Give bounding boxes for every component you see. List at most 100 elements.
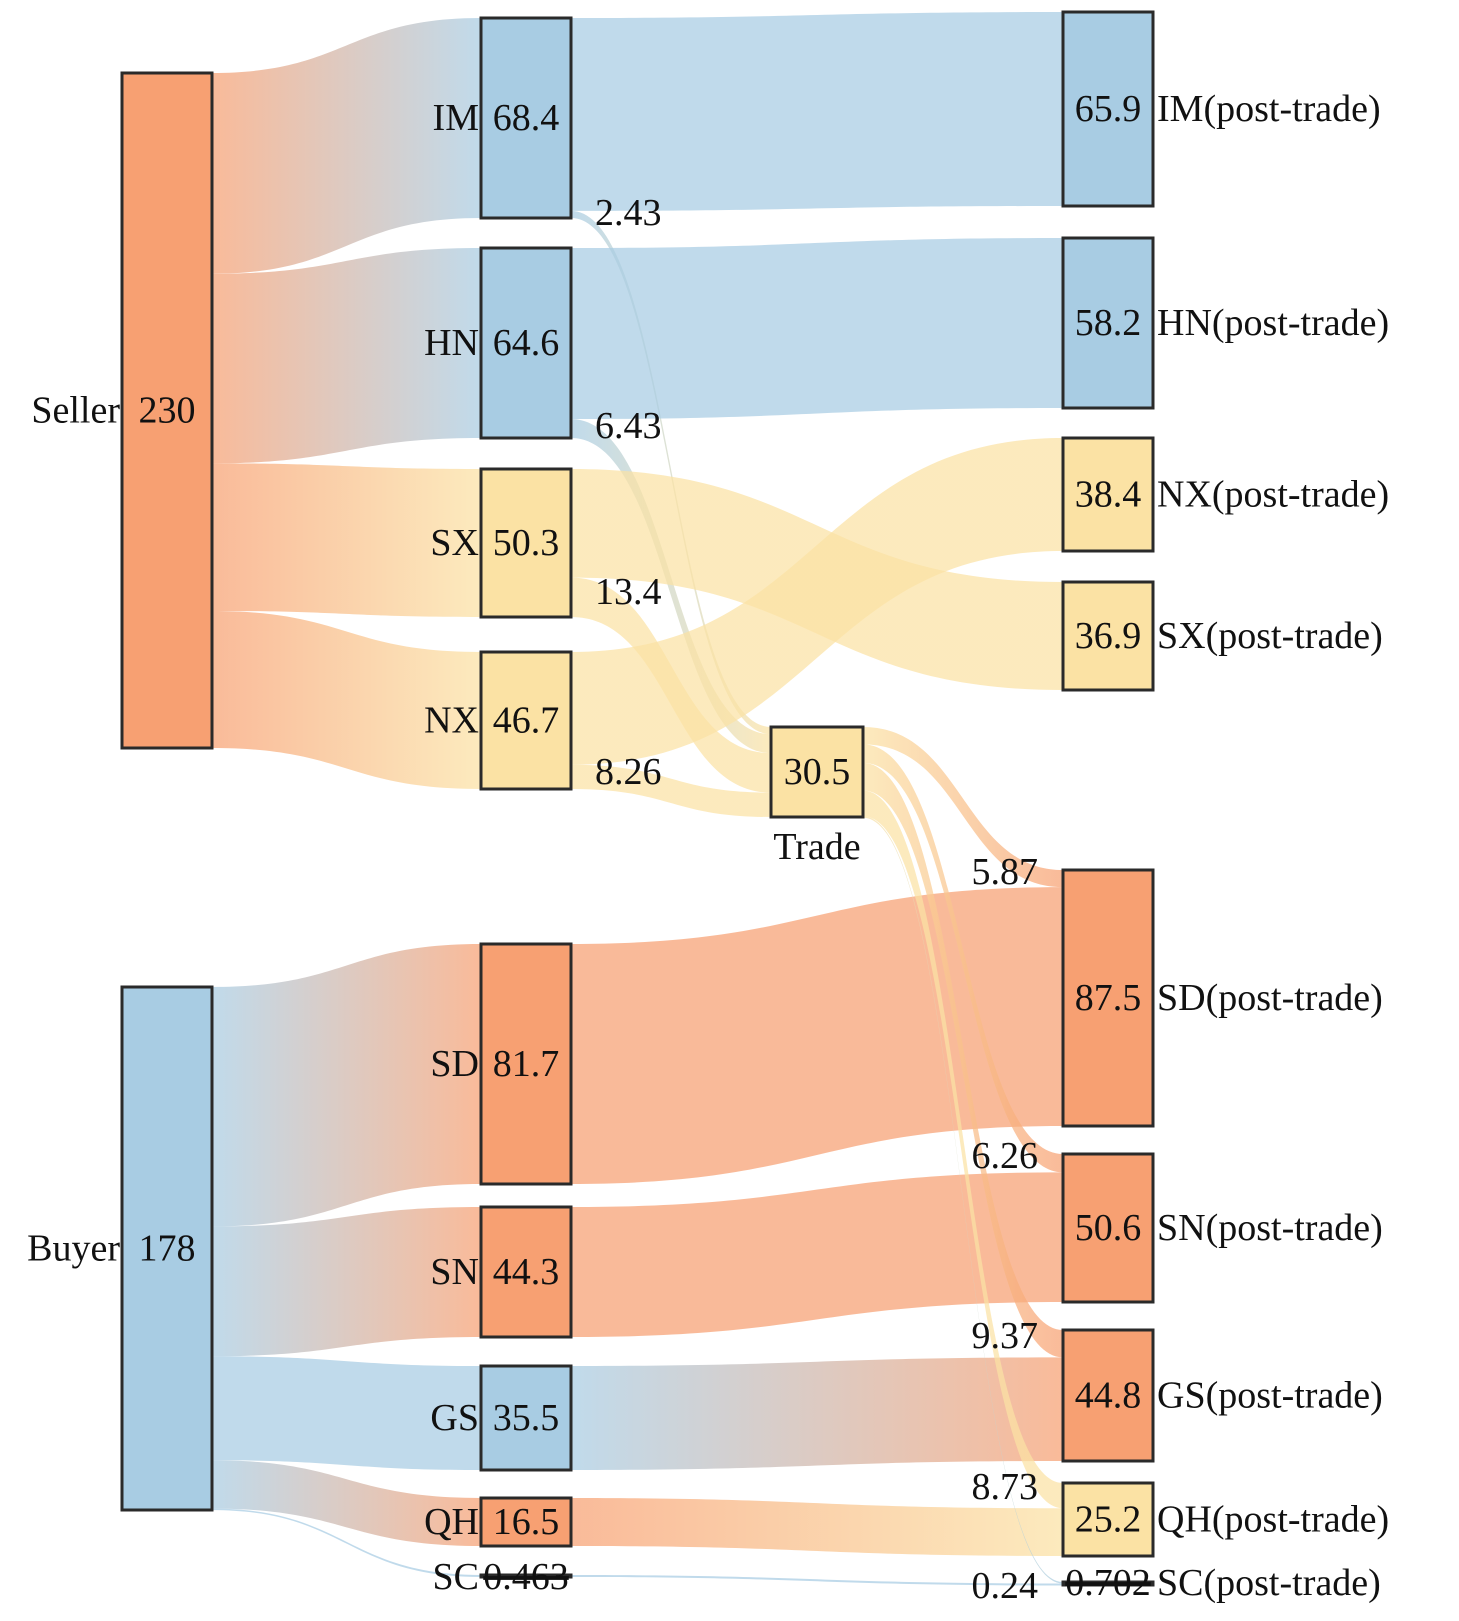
node-value-sn_post: 50.6 (1075, 1207, 1142, 1249)
node-label-seller: Seller (31, 390, 120, 432)
flow-im-to-im_post (571, 12, 1063, 211)
node-value-seller: 230 (139, 390, 196, 432)
node-label-nx: NX (424, 700, 479, 742)
node-value-sx: 50.3 (493, 522, 560, 564)
node-value-trade: 30.5 (784, 751, 851, 793)
flow-value-label-trade-sn_post: 6.26 (972, 1135, 1039, 1177)
node-label-qh: QH (424, 1501, 479, 1543)
node-label-gs: GS (430, 1397, 479, 1439)
node-qh (479, 1496, 573, 1548)
flow-trade-to-gs_post (863, 762, 1063, 1358)
node-sn_post (1061, 1152, 1155, 1304)
flow-trade-to-sn_post (863, 744, 1063, 1173)
node-label-hn_post: HN(post-trade) (1157, 302, 1389, 344)
flow-hn-to-trade (571, 419, 771, 754)
node-seller (120, 71, 214, 750)
node-gs (479, 1364, 573, 1472)
node-value-sc: 0.463 (483, 1556, 569, 1598)
node-sd (479, 942, 573, 1186)
node-label-sc: SC (433, 1556, 479, 1598)
node-sc (479, 1573, 573, 1579)
flow-trade-to-sd_post (863, 727, 1063, 888)
node-value-sd_post: 87.5 (1075, 977, 1142, 1019)
node-label-trade: Trade (773, 826, 860, 868)
flow-value-label-nx-trade: 8.26 (595, 751, 662, 793)
node-sx (479, 467, 573, 619)
node-hn (479, 246, 573, 440)
node-value-qh: 16.5 (493, 1501, 560, 1543)
node-value-im: 68.4 (493, 97, 560, 139)
flow-seller-to-sx (212, 463, 481, 617)
flow-layer (212, 12, 1063, 1586)
flow-gs-to-gs_post (571, 1357, 1063, 1470)
flow-seller-to-im (212, 18, 481, 274)
flow-buyer-to-sn (212, 1207, 481, 1357)
node-trade (769, 725, 865, 819)
flow-value-label-im-trade: 2.43 (595, 192, 662, 234)
node-label-sd: SD (430, 1043, 479, 1085)
node-label-sn_post: SN(post-trade) (1157, 1207, 1383, 1249)
node-value-gs: 35.5 (493, 1397, 560, 1439)
flow-buyer-to-sd (212, 944, 481, 1227)
flow-trade-to-sc_post (863, 816, 1063, 1584)
flow-buyer-to-qh (212, 1460, 481, 1546)
flow-sc-to-sc_post (571, 1575, 1063, 1586)
node-label-gs_post: GS(post-trade) (1157, 1375, 1383, 1417)
node-sc_post (1061, 1580, 1155, 1587)
flow-qh-to-qh_post (571, 1498, 1063, 1556)
flow-value-label-trade-gs_post: 9.37 (972, 1315, 1039, 1357)
node-label-sn: SN (430, 1251, 479, 1293)
flow-im-to-trade (571, 210, 771, 735)
flow-value-label-trade-sc_post: 0.24 (972, 1565, 1039, 1607)
node-label-sd_post: SD(post-trade) (1157, 977, 1383, 1019)
node-sd_post (1061, 868, 1155, 1128)
node-gs_post (1061, 1328, 1155, 1463)
node-label-nx_post: NX(post-trade) (1157, 474, 1389, 516)
flow-buyer-to-gs (212, 1356, 481, 1470)
flow-sn-to-sn_post (571, 1172, 1063, 1337)
flow-trade-to-qh_post (863, 790, 1063, 1509)
flow-value-label-trade-qh_post: 8.73 (972, 1466, 1039, 1508)
flow-value-label-sx-trade: 13.4 (595, 571, 662, 613)
node-im_post (1061, 10, 1155, 208)
flow-hn-to-hn_post (571, 238, 1063, 420)
node-label-im: IM (433, 97, 479, 139)
flow-seller-to-hn (212, 248, 481, 464)
flow-nx-to-trade (571, 764, 771, 817)
node-im (479, 16, 573, 220)
flow-sd-to-sd_post (571, 887, 1063, 1184)
node-qh_post (1061, 1481, 1155, 1558)
node-label-qh_post: QH(post-trade) (1157, 1499, 1389, 1541)
node-label-sx_post: SX(post-trade) (1157, 615, 1383, 657)
node-label-hn: HN (424, 322, 479, 364)
node-value-nx_post: 38.4 (1075, 474, 1142, 516)
node-nx (479, 650, 573, 791)
node-value-sn: 44.3 (493, 1251, 560, 1293)
node-value-sc_post: 0.702 (1065, 1562, 1151, 1604)
node-value-qh_post: 25.2 (1075, 1499, 1142, 1541)
node-nx_post (1061, 436, 1155, 553)
node-value-sd: 81.7 (493, 1043, 560, 1085)
label-layer: 230 Seller 178 Buyer 68.4 IM 64.6 HN 50.3 SX 46.7 N… (27, 88, 1389, 1607)
flow-value-label-hn-trade: 6.43 (595, 405, 662, 447)
node-label-buyer: Buyer (27, 1228, 120, 1270)
node-hn_post (1061, 236, 1155, 410)
node-sn (479, 1205, 573, 1339)
node-value-buyer: 178 (139, 1228, 196, 1270)
flow-buyer-to-sc (212, 1508, 481, 1577)
node-value-gs_post: 44.8 (1075, 1375, 1142, 1417)
flow-seller-to-nx (212, 610, 481, 789)
node-value-hn: 64.6 (493, 322, 560, 364)
node-label-sc_post: SC(post-trade) (1157, 1562, 1381, 1604)
node-label-sx: SX (430, 522, 479, 564)
node-value-hn_post: 58.2 (1075, 302, 1142, 344)
node-value-nx: 46.7 (493, 700, 560, 742)
node-buyer (120, 985, 214, 1512)
flow-value-label-trade-sd_post: 5.87 (972, 851, 1039, 893)
node-layer (120, 10, 1155, 1587)
node-label-im_post: IM(post-trade) (1157, 88, 1381, 130)
flow-nx-to-nx_post (571, 438, 1063, 765)
node-value-sx_post: 36.9 (1075, 615, 1142, 657)
node-sx_post (1061, 580, 1155, 692)
